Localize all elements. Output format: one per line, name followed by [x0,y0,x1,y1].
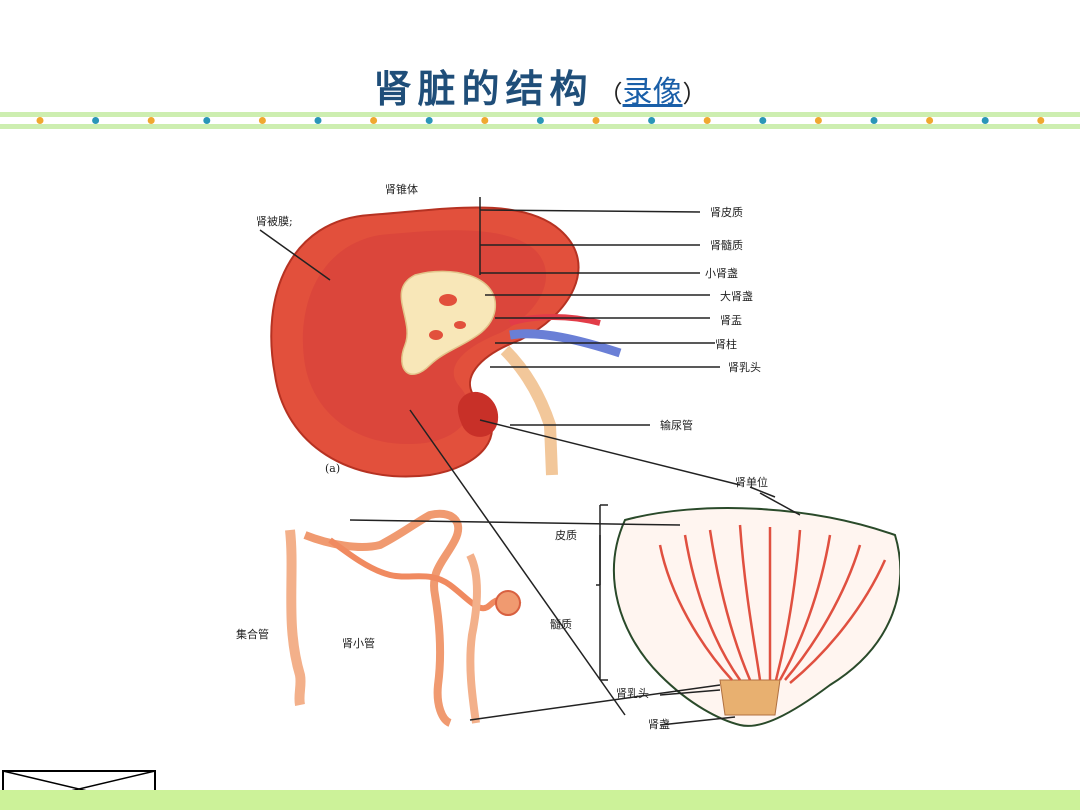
band-dot [92,117,100,124]
label-papilla: 肾乳头 [728,361,761,374]
label-pelvis: 肾盂 [720,314,742,327]
band-dot [759,117,767,124]
band-dot [258,117,266,124]
band-dot [536,117,544,124]
label-minor-calyx: 小肾盏 [705,266,738,280]
band-line-top [0,112,1080,117]
leader-lines [259,197,801,726]
label-nephron: 肾单位 [735,475,768,489]
band-dot [592,117,600,124]
nephron-illustration [285,509,522,727]
band-dot [1037,117,1045,124]
renal-pyramid-illustration [613,507,900,727]
band-dot [703,117,711,124]
band-dot [648,117,656,124]
label-major-calyx: 大肾盏 [720,289,753,303]
label-cortex-2: 皮质 [555,529,577,542]
label-capsule: 肾被膜; [256,215,293,228]
band-dot [926,117,934,124]
video-link[interactable]: 录像 [622,75,683,110]
band-dot [481,117,489,124]
slide-title: 肾脏的结构 （录像） [0,58,1080,113]
kidney-structure-diagram: 肾锥体 肾被膜; 肾皮质 肾髓质 小肾盏 大肾盏 肾盂 肾柱 肾乳头 输尿管 (… [236,182,900,731]
label-collecting-duct: 集合管 [236,627,269,641]
label-column: 肾柱 [715,337,737,351]
label-calyx-2: 肾盏 [648,717,670,731]
band-dot [203,117,211,124]
band-dot [425,117,433,124]
decorative-dot-band [0,112,1080,129]
label-cortex: 肾皮质 [710,206,743,219]
label-ureter: 输尿管 [660,418,693,432]
label-pyramid: 肾锥体 [385,182,418,196]
bottom-bar [0,790,1080,810]
title-paren-open: （ [598,80,623,108]
kidney-cross-section [270,206,622,478]
title-text: 肾脏的结构 [373,66,594,111]
label-panel-a: (a) [325,462,340,475]
band-line-bottom [0,124,1080,129]
label-papilla-2: 肾乳头 [616,687,649,700]
band-dot [370,117,378,124]
title-paren-close: ） [682,80,707,108]
band-dot [36,117,44,124]
band-dot [981,117,989,124]
band-dot [814,117,822,124]
band-dot [147,117,155,124]
band-dot [870,117,878,124]
label-medulla: 肾髓质 [710,239,743,252]
label-medulla-2: 髓质 [550,618,572,631]
label-tubule: 肾小管 [342,636,375,650]
band-dot [314,117,322,124]
